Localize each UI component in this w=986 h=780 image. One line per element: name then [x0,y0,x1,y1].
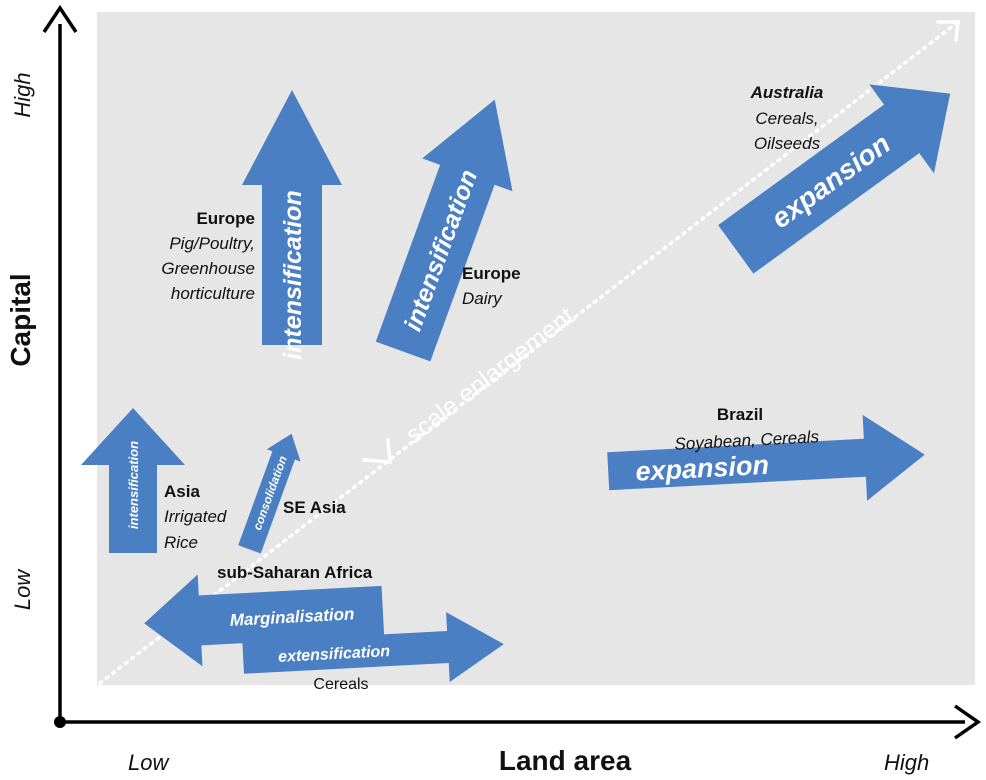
y-axis-title: Capital [5,273,36,366]
svg-text:Irrigated: Irrigated [164,507,227,526]
sub-saharan-africa-label: sub-Saharan Africa [217,563,373,582]
europe-pig-poultry-label: Europe Pig/Poultry, Greenhouse horticult… [161,209,255,303]
svg-text:Europe: Europe [462,264,521,283]
marginalisation-arrow: Marginalisation [144,574,385,667]
x-axis [60,704,982,740]
intensification-arrow-pig: intensification [242,90,342,360]
svg-text:Rice: Rice [164,533,198,552]
australia-label: Australia Cereals, Oilseeds [750,83,824,153]
se-asia-label: SE Asia [283,498,346,517]
svg-text:Australia: Australia [750,83,824,102]
x-axis-low-label: Low [128,750,170,775]
extensification-arrow: extensification [242,612,504,682]
y-axis-low-label: Low [10,568,35,610]
extensification-label: extensification [278,643,391,666]
svg-text:Pig/Poultry,: Pig/Poultry, [169,234,255,253]
intensification-asia-label: intensification [126,441,141,529]
y-axis-high-label: High [10,72,35,117]
svg-text:Greenhouse: Greenhouse [161,259,255,278]
x-axis-high-label: High [884,750,929,775]
scale-enlargement-arrow [98,20,960,685]
svg-text:horticulture: horticulture [171,284,255,303]
svg-text:Cereals,: Cereals, [755,109,818,128]
background-panel [97,12,975,685]
svg-text:Dairy: Dairy [462,289,503,308]
y-axis [42,4,78,722]
x-axis-title: Land area [499,745,632,776]
europe-dairy-label: Europe Dairy [462,264,521,308]
axis-origin-dot [54,716,66,728]
cereals-label: Cereals [313,676,368,693]
intensification-arrow-asia: intensification [81,408,185,553]
asia-label: Asia Irrigated Rice [164,482,227,552]
expansion-brazil-label: expansion [635,450,770,487]
svg-text:Europe: Europe [196,209,255,228]
svg-text:Brazil: Brazil [717,405,763,424]
svg-text:Oilseeds: Oilseeds [754,134,821,153]
svg-text:Asia: Asia [164,482,200,501]
expansion-arrow-brazil: expansion [607,414,925,501]
intensification-pig-label: intensification [279,190,307,359]
